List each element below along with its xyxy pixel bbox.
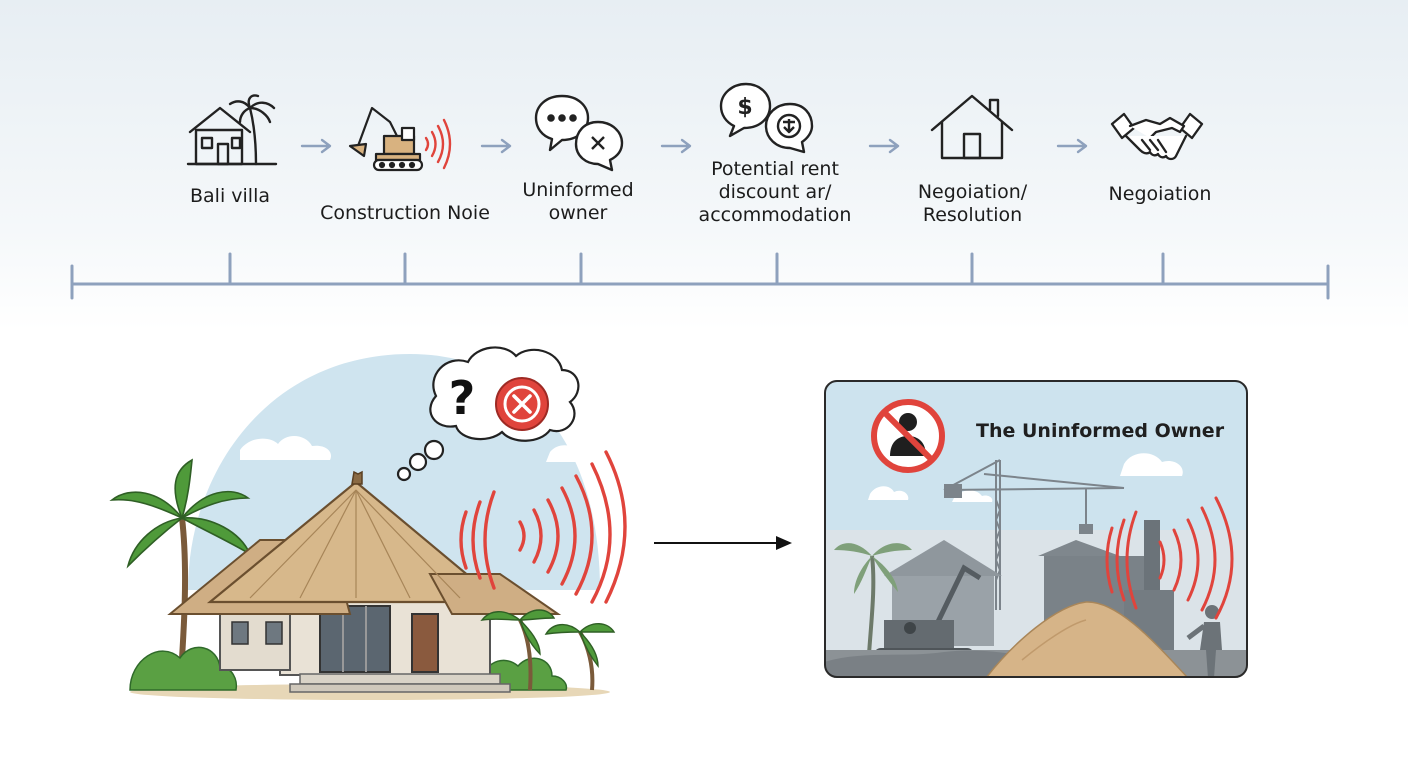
timeline-axis: [70, 252, 1330, 300]
money-bubbles-icon: $: [719, 82, 814, 154]
house-icon: [930, 94, 1014, 160]
step-label-negotiation-resolution: Negoiation/ Resolution: [917, 181, 1028, 226]
arrow-right-icon: [660, 138, 692, 154]
handshake-icon: [1110, 112, 1204, 161]
card-title: The Uninformed Owner: [976, 420, 1225, 442]
uninformed-owner-card: [824, 380, 1248, 678]
house-palm-icon: [186, 94, 278, 166]
arrow-right-icon: [654, 536, 792, 550]
step-label-rent-discount: Potential rent discount ar/ accommodatio…: [698, 158, 852, 226]
bali-villa-illustration: ?: [109, 346, 627, 700]
svg-text:$: $: [737, 95, 752, 120]
arrow-right-icon: [868, 138, 900, 154]
arrow-right-icon: [300, 138, 332, 154]
arrow-right-icon: [480, 138, 512, 154]
step-label-bali-villa: Bali villa: [190, 185, 270, 207]
excavator-icon: [348, 106, 452, 172]
arrow-right-icon: [1056, 138, 1088, 154]
step-label-construction-noise: Construction Noie: [320, 202, 490, 224]
step-label-uninformed-owner: Uninformed owner: [522, 179, 634, 224]
speech-bubbles-icon: [534, 94, 624, 172]
step-label-negotiation: Negoiation: [1108, 183, 1212, 205]
svg-text:?: ?: [449, 371, 476, 425]
